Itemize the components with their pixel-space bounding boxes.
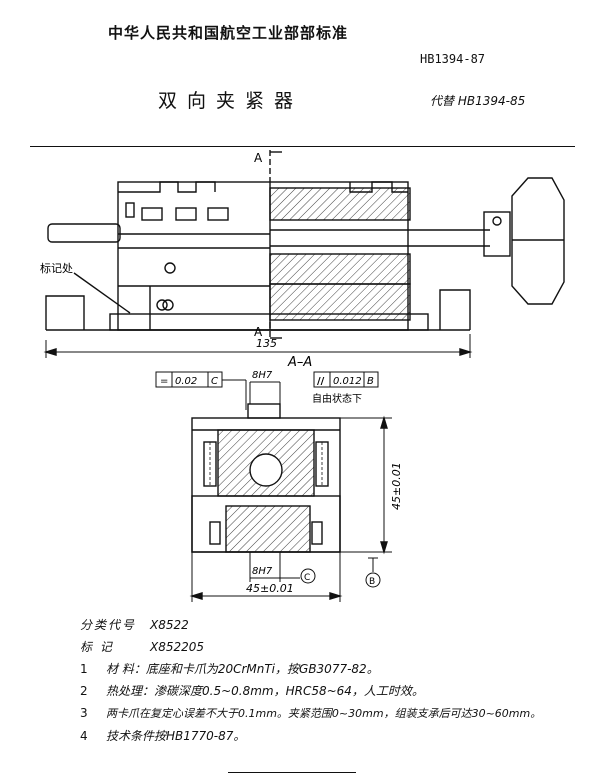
flatness-datum: C bbox=[211, 376, 218, 387]
datum-c-label: C bbox=[304, 573, 310, 583]
section-marker-bottom: A bbox=[254, 325, 263, 339]
flatness-value: 0.02 bbox=[175, 376, 197, 387]
mark-value: X852205 bbox=[150, 640, 205, 654]
flatness-symbol: = bbox=[160, 376, 168, 387]
note-number: 4 bbox=[80, 729, 88, 743]
datum-b-label: B bbox=[369, 577, 375, 587]
note-text: 两卡爪在复定心误差不大于0.1mm。夹紧范围0~30mm，组装支承后可达30~6… bbox=[106, 707, 542, 720]
side-view bbox=[43, 150, 565, 358]
mark-label: 标 记 bbox=[80, 640, 114, 654]
free-state-note: 自由状态下 bbox=[312, 392, 362, 405]
overall-length-dimension: 135 bbox=[256, 337, 277, 350]
note-text: 技术条件按HB1770-87。 bbox=[106, 729, 246, 743]
technical-notes: 分类代号 X8522 标 记 X852205 1 材 料：底座和卡爪为20CrMnTi… bbox=[80, 614, 541, 747]
note-item: 1 材 料：底座和卡爪为20CrMnTi，按GB3077-82。 bbox=[80, 658, 541, 680]
parallelism-symbol: // bbox=[317, 376, 325, 387]
height-dimension: 45±0.01 bbox=[390, 462, 403, 510]
fit-top-label: 8H7 bbox=[252, 370, 273, 381]
standard-organization: 中华人民共和国航空工业部部标准 bbox=[108, 24, 349, 42]
note-item: 3 两卡爪在复定心误差不大于0.1mm。夹紧范围0~30mm，组装支承后可达30~… bbox=[80, 702, 541, 725]
note-number: 3 bbox=[80, 706, 88, 720]
mark-row: 标 记 X852205 bbox=[80, 636, 541, 658]
fit-bottom-label: 8H7 bbox=[252, 566, 273, 577]
width-dimension: 45±0.01 bbox=[246, 582, 294, 595]
document-title: 双向夹紧器 bbox=[158, 90, 304, 112]
footer-rule bbox=[228, 772, 356, 773]
note-number: 2 bbox=[80, 684, 88, 698]
section-marker-top: A bbox=[254, 151, 263, 165]
note-text: 热处理：渗碳深度0.5~0.8mm，HRC58~64，人工时效。 bbox=[106, 684, 424, 698]
parallelism-value: 0.012 bbox=[333, 376, 362, 387]
note-item: 4 技术条件按HB1770-87。 bbox=[80, 725, 541, 747]
note-item: 2 热处理：渗碳深度0.5~0.8mm，HRC58~64，人工时效。 bbox=[80, 680, 541, 702]
classification-value: X8522 bbox=[150, 618, 189, 632]
standard-code: HB1394-87 bbox=[420, 52, 486, 66]
section-view-title: A–A bbox=[287, 355, 312, 370]
replaces-standard: 代替 HB1394-85 bbox=[430, 94, 526, 108]
note-text: 材 料：底座和卡爪为20CrMnTi，按GB3077-82。 bbox=[106, 662, 379, 676]
parallelism-datum: B bbox=[367, 376, 374, 387]
header-rule bbox=[30, 146, 575, 147]
note-number: 1 bbox=[80, 662, 88, 676]
classification-row: 分类代号 X8522 bbox=[80, 614, 541, 636]
mark-location-label: 标记处 bbox=[40, 261, 73, 275]
classification-label: 分类代号 bbox=[80, 618, 137, 632]
section-view bbox=[155, 371, 392, 602]
